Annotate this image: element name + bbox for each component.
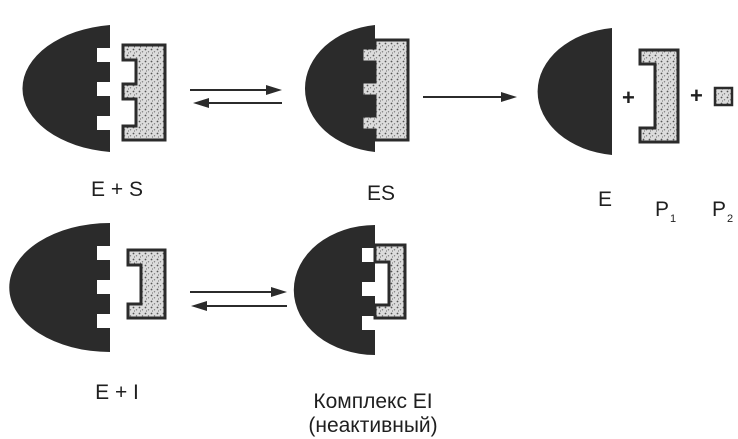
label-p1-base: P — [655, 198, 670, 221]
plus-sign-p1-p2: + — [690, 83, 703, 108]
inhibitor-i — [126, 248, 167, 320]
label-complex-ei-inactive: (неактивный) — [308, 414, 438, 437]
plus-sign-e-p1: + — [622, 85, 635, 110]
reversible-arrow-es — [190, 85, 282, 108]
enzyme-ei-complex — [293, 225, 407, 355]
label-e: E — [598, 188, 613, 211]
reversible-arrow-ei — [190, 287, 287, 311]
label-p1-sub: 1 — [670, 213, 677, 225]
label-complex-ei: Комплекс EI — [313, 390, 433, 413]
label-p2: P2 — [712, 198, 733, 231]
enzyme-es-complex — [304, 25, 410, 152]
label-p2-sub: 2 — [727, 213, 734, 225]
enzyme-released — [537, 28, 612, 155]
label-p2-base: P — [712, 198, 727, 221]
forward-arrow — [423, 92, 517, 102]
label-p1: P1 — [655, 198, 676, 231]
product-p1 — [638, 48, 680, 144]
label-es: ES — [366, 182, 396, 205]
label-e-plus-i: E + I — [95, 381, 139, 404]
enzyme-free-bottom-left — [9, 223, 110, 352]
substrate-s — [121, 43, 167, 142]
label-e-plus-s: E + S — [91, 178, 143, 201]
enzyme-free-top-left — [22, 25, 110, 152]
product-p2 — [713, 86, 734, 107]
